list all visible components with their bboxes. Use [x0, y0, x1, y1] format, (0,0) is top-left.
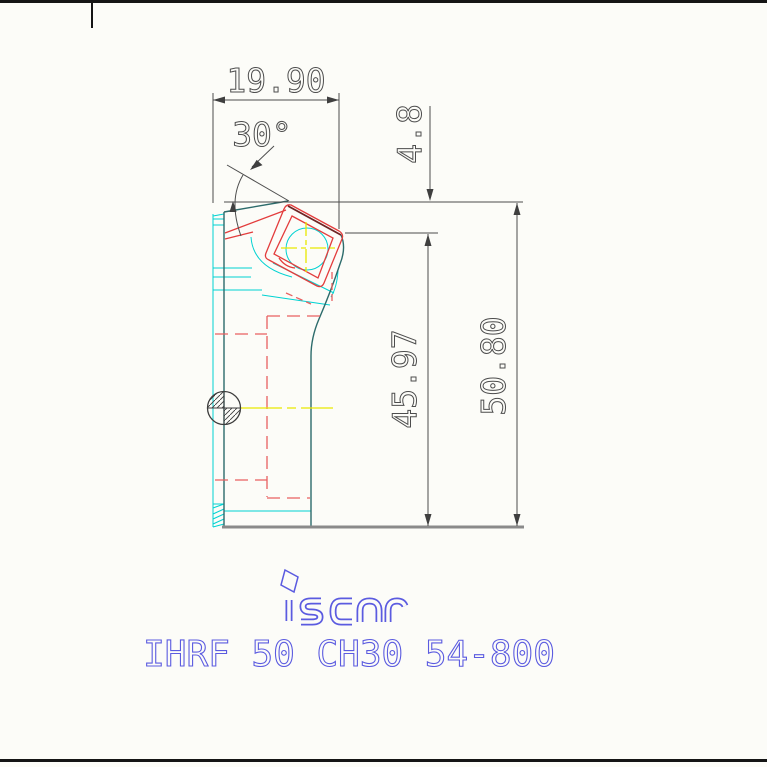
insert-hole-circle	[285, 227, 329, 271]
arrowhead-left	[213, 96, 225, 104]
arrowhead-leader	[250, 159, 263, 170]
dimension-angle: 30°	[226, 115, 292, 237]
arrowhead-down	[513, 514, 521, 526]
arrowhead-right	[327, 96, 339, 104]
holder-body-outline	[223, 200, 345, 527]
dim-height-insert-label: 45.97	[385, 329, 424, 428]
model-code-text: IHRF 50 CH30 54-800	[143, 634, 555, 675]
dim-height-total-label: 50.80	[474, 316, 513, 415]
insert	[224, 204, 344, 305]
hidden-lines	[212, 213, 339, 528]
arrowhead-arc	[229, 201, 237, 212]
dimension-height-insert: 45.97	[385, 234, 432, 526]
dimension-width: 19.90	[212, 61, 340, 229]
insert-top-edge	[287, 205, 342, 236]
dim-width-label: 19.90	[226, 61, 325, 100]
iscar-logo	[280, 568, 409, 626]
arrowhead-down	[426, 189, 434, 201]
arrowhead-down	[424, 514, 432, 526]
dimension-offset: 4.8	[390, 104, 434, 201]
dim-angle-label: 30°	[232, 115, 292, 154]
dimension-height-total: 50.80	[474, 203, 521, 526]
extension-lines	[224, 201, 523, 234]
centerlines	[240, 222, 338, 409]
arrowhead-up	[513, 203, 521, 215]
center-of-gravity-symbol	[206, 390, 242, 426]
logo-i-dot	[280, 568, 299, 594]
arrowhead-up	[424, 234, 432, 246]
dim-offset-label: 4.8	[390, 104, 429, 164]
hidden-slot-lines	[215, 315, 321, 499]
